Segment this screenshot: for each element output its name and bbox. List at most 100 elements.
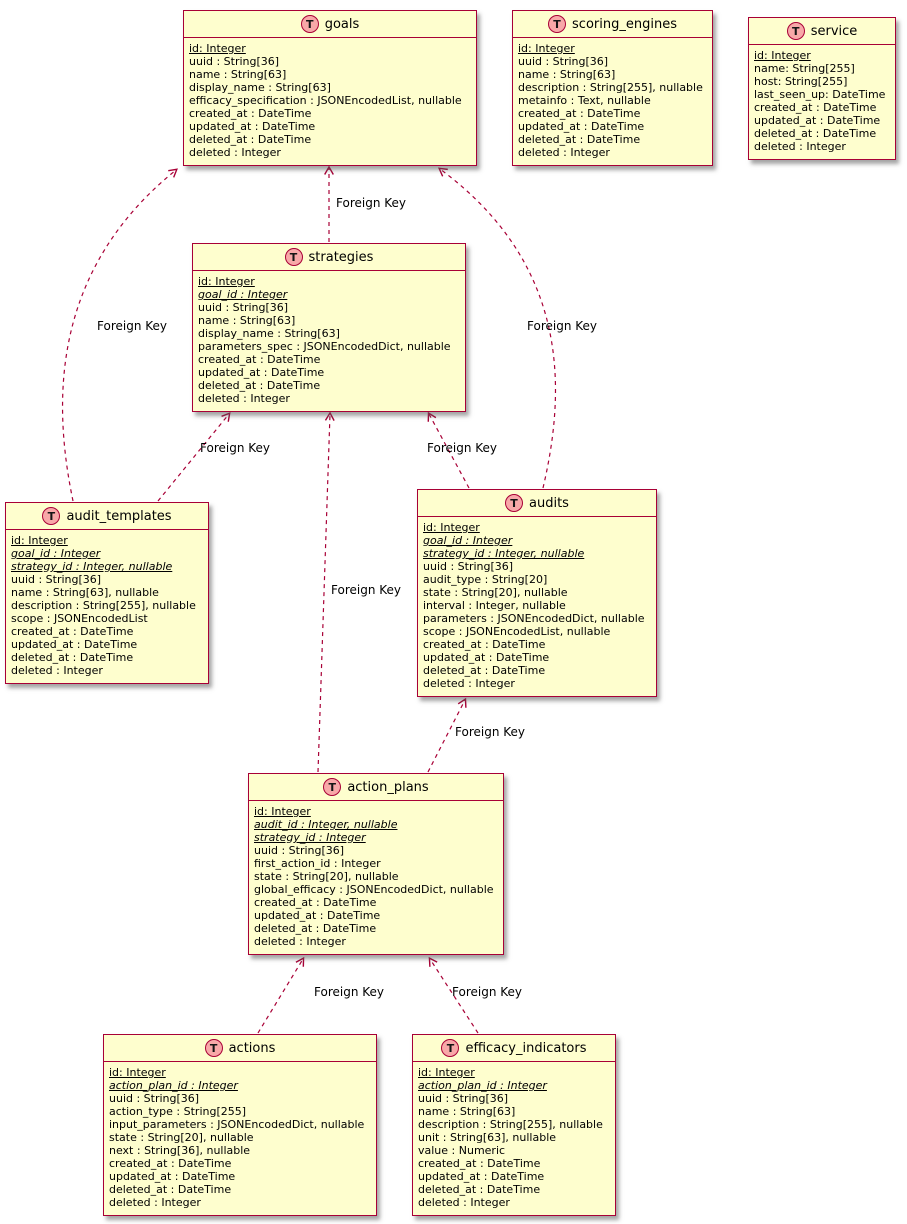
table-field: id: Integer [754, 49, 811, 62]
table-field: name : String[63] [198, 314, 296, 327]
edge-label: Foreign Key [527, 319, 597, 333]
table-type-icon: T [786, 22, 805, 40]
table-title: actions [228, 1040, 276, 1056]
table-field: parameters : JSONEncodedDict, nullable [423, 612, 645, 625]
table-field: last_seen_up: DateTime [754, 88, 886, 101]
table-field: uuid : String[36] [423, 560, 514, 573]
table-field: deleted_at : DateTime [11, 651, 134, 664]
table-title: audit_templates [66, 508, 172, 524]
edge-label: Foreign Key [336, 196, 406, 210]
table-field: updated_at : DateTime [198, 366, 325, 379]
table-field: id: Integer [418, 1066, 475, 1079]
edge-label: Foreign Key [455, 725, 525, 739]
table-title: audits [529, 495, 569, 511]
edge-label: Foreign Key [97, 319, 167, 333]
table-field: created_at : DateTime [254, 896, 377, 909]
table-field: metainfo : Text, nullable [518, 94, 651, 107]
table-field: deleted : Integer [189, 146, 281, 159]
table-field: parameters_spec : JSONEncodedDict, nulla… [198, 340, 451, 353]
edge-label: Foreign Key [331, 583, 401, 597]
table-field: updated_at : DateTime [189, 120, 316, 133]
table-field: display_name : String[63] [189, 81, 331, 94]
table-field: unit : String[63], nullable [418, 1131, 557, 1144]
table-title: service [810, 23, 858, 39]
table-field: created_at : DateTime [754, 101, 877, 114]
table-field: strategy_id : Integer, nullable [423, 547, 585, 560]
table-type-icon: T [204, 1039, 223, 1057]
table-field: created_at : DateTime [423, 638, 546, 651]
table-field: uuid : String[36] [109, 1092, 200, 1105]
edge-label: Foreign Key [314, 985, 384, 999]
table-header: T strategies [193, 244, 465, 271]
table-title: strategies [308, 249, 374, 265]
table-title: efficacy_indicators [465, 1040, 587, 1056]
table-type-icon: T [548, 15, 567, 33]
table-field: updated_at : DateTime [518, 120, 645, 133]
table-type-icon: T [441, 1039, 460, 1057]
table-field: updated_at : DateTime [754, 114, 881, 127]
table-field: display_name : String[63] [198, 327, 340, 340]
edge-label: Foreign Key [200, 441, 270, 455]
table-header: T audits [418, 490, 656, 517]
table-type-icon: T [300, 15, 319, 33]
table-field: deleted : Integer [518, 146, 610, 159]
table-header: T service [749, 18, 895, 45]
table-field: state : String[20], nullable [254, 870, 399, 883]
table-field: deleted_at : DateTime [189, 133, 312, 146]
table-field: created_at : DateTime [198, 353, 321, 366]
table-header: T efficacy_indicators [413, 1035, 615, 1062]
fk-edge-audit_templates-to-strategies [157, 412, 231, 502]
table-field: interval : Integer, nullable [423, 599, 566, 612]
table-field: action_plan_id : Integer [109, 1079, 238, 1092]
table-field: goal_id : Integer [423, 534, 513, 547]
table-field: deleted : Integer [198, 392, 290, 405]
table-field: deleted : Integer [423, 677, 515, 690]
table-field: name: String[255] [754, 62, 855, 75]
table-field: deleted_at : DateTime [754, 127, 877, 140]
table-field: uuid : String[36] [11, 573, 102, 586]
table-type-icon: T [42, 507, 61, 525]
table-field: global_efficacy : JSONEncodedDict, nulla… [254, 883, 494, 896]
table-type-icon: T [284, 248, 303, 266]
fk-edge-efficacy_indicators-to-action_plans [428, 956, 479, 1034]
table-field: created_at : DateTime [11, 625, 134, 638]
fk-edge-action_plans-to-strategies [317, 411, 335, 773]
table-field: goal_id : Integer [198, 288, 288, 301]
table-field: action_plan_id : Integer [418, 1079, 547, 1092]
table-field: id: Integer [189, 42, 246, 55]
table-header: T audit_templates [6, 503, 208, 530]
table-field: first_action_id : Integer [254, 857, 381, 870]
table-field: host: String[255] [754, 75, 848, 88]
table-field: deleted_at : DateTime [423, 664, 546, 677]
table-field: deleted_at : DateTime [254, 922, 377, 935]
table-field: deleted : Integer [109, 1196, 201, 1209]
table-field: description : String[255], nullable [11, 599, 196, 612]
table-field: name : String[63], nullable [11, 586, 159, 599]
table-field: deleted_at : DateTime [198, 379, 321, 392]
table-field: updated_at : DateTime [423, 651, 550, 664]
table-field: input_parameters : JSONEncodedDict, null… [109, 1118, 365, 1131]
table-field: deleted : Integer [418, 1196, 510, 1209]
table-field: value : Numeric [418, 1144, 506, 1157]
edge-label: Foreign Key [427, 441, 497, 455]
edge-label: Foreign Key [452, 985, 522, 999]
table-title: goals [324, 16, 360, 32]
fk-edge-audits-to-strategies [427, 411, 470, 489]
fk-edge-audit_templates-to-goals [61, 168, 178, 502]
table-title: scoring_engines [572, 16, 677, 32]
table-field: deleted : Integer [254, 935, 346, 948]
